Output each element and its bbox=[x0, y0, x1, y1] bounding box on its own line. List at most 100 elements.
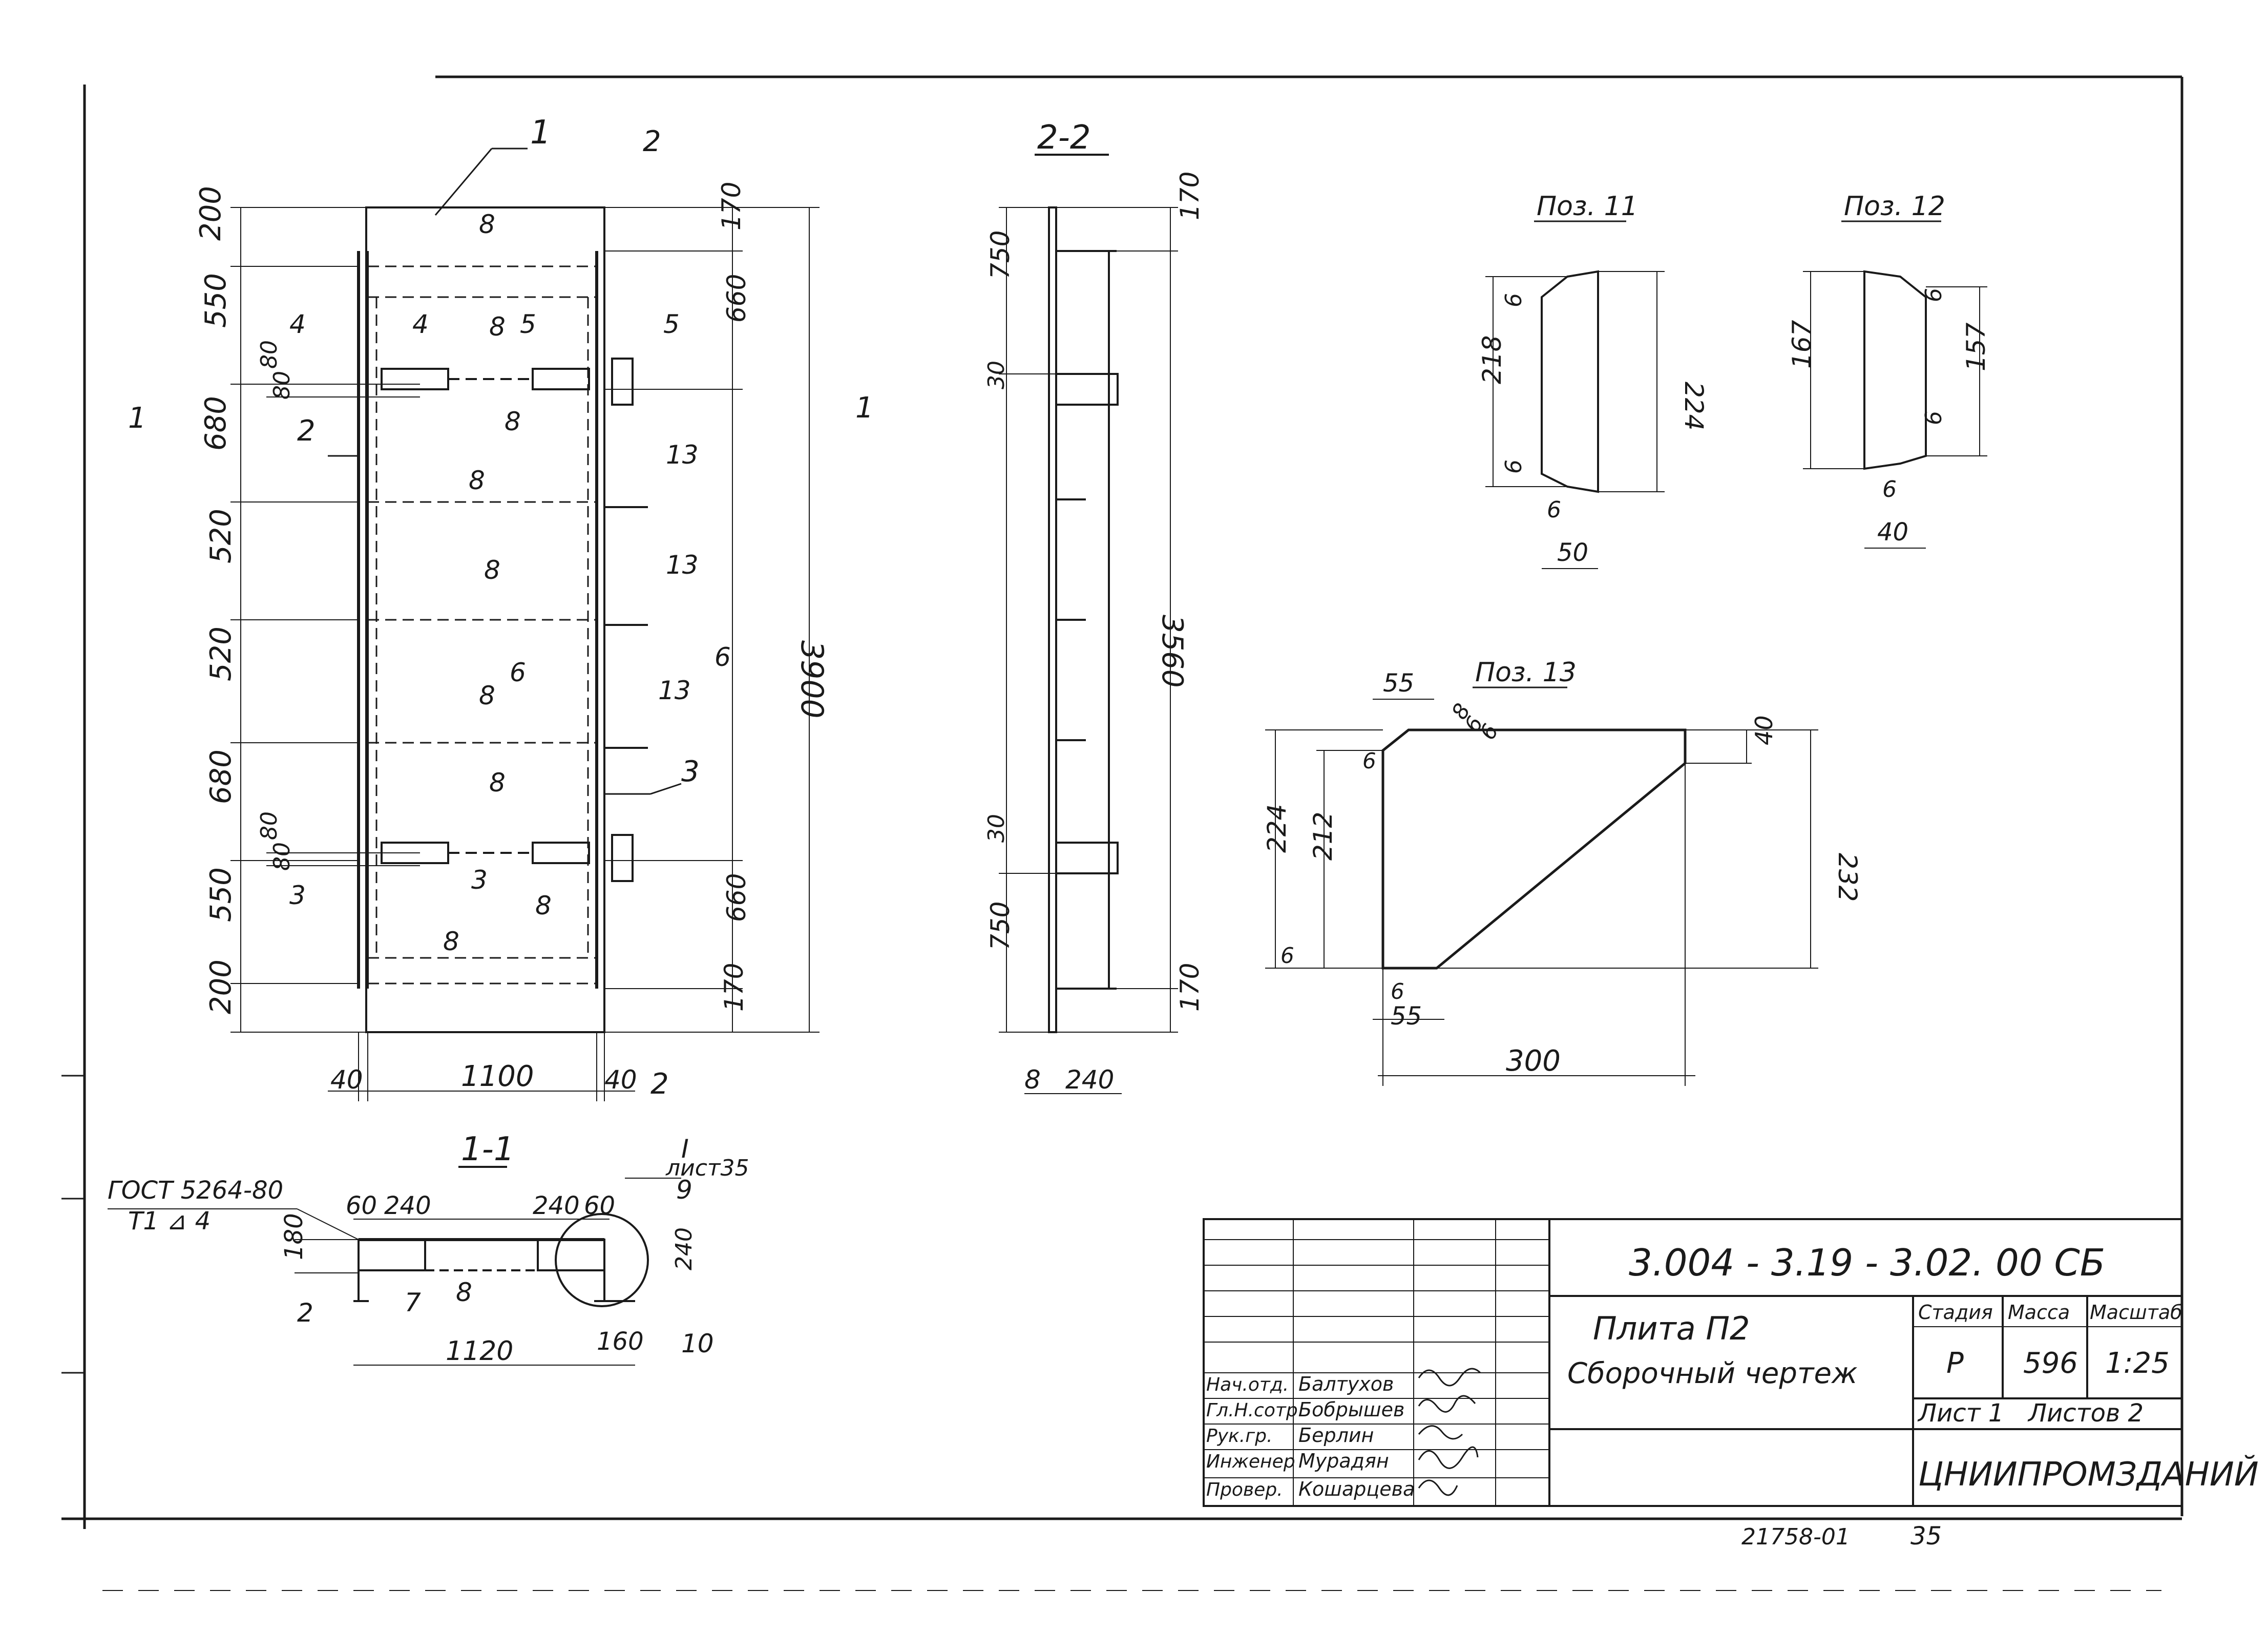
dim-170-top: 170 bbox=[717, 182, 746, 231]
scale-header: Масштаб bbox=[2090, 1301, 2182, 1324]
poz11-dim-6-top: 6 bbox=[1501, 293, 1527, 307]
poz13-dim-55-bottom: 55 bbox=[1391, 1002, 1422, 1031]
dim-40-right: 40 bbox=[604, 1065, 637, 1095]
organization: ЦНИИПРОМЗДАНИЙ bbox=[1918, 1455, 2259, 1494]
main-plan-view: 200 550 680 520 520 680 550 200 80 80 80… bbox=[128, 114, 874, 1101]
plate-profile bbox=[1048, 206, 1057, 1033]
section-mark-4-left: 4 bbox=[289, 309, 306, 339]
role-3: Рук.гр. bbox=[1206, 1426, 1272, 1447]
s11-dim-180: 180 bbox=[280, 1213, 308, 1260]
node-sheet: лист35 bbox=[665, 1155, 749, 1181]
dim-80-b: 80 bbox=[269, 371, 295, 400]
s22-dim-170-bottom: 170 bbox=[1175, 963, 1205, 1012]
poz11-dim-224: 224 bbox=[1679, 382, 1709, 430]
pos-8-f: 8 bbox=[479, 681, 495, 710]
s11-dim-240-left: 240 bbox=[384, 1191, 431, 1220]
s22-dim-240: 240 bbox=[1065, 1065, 1114, 1095]
section-2-2-title: 2-2 bbox=[1037, 119, 1091, 157]
stage-value: Р bbox=[1946, 1347, 1964, 1380]
pos-8-b: 8 bbox=[489, 312, 506, 342]
tabs-pos13 bbox=[604, 506, 648, 749]
s22-dim-8: 8 bbox=[1024, 1065, 1041, 1095]
weld-symbol: Т1 ⊿ 4 bbox=[128, 1207, 211, 1236]
section-mark-1-right: 1 bbox=[855, 391, 874, 425]
section-mark-4-right: 4 bbox=[412, 309, 429, 339]
poz13-dim-6-e: 6 bbox=[1391, 979, 1404, 1004]
role-2: Гл.Н.сотр. bbox=[1206, 1400, 1304, 1421]
stage-header: Стадия bbox=[1918, 1301, 1993, 1324]
section-mark-5-right: 5 bbox=[663, 309, 680, 339]
scale-value: 1:25 bbox=[2105, 1347, 2170, 1380]
dim-660-bottom: 660 bbox=[722, 873, 751, 922]
leaders bbox=[328, 148, 682, 795]
signatures bbox=[1418, 1368, 1481, 1496]
dim-1100: 1100 bbox=[461, 1060, 534, 1093]
poz-12-detail: Поз. 12 167 6 157 6 6 40 bbox=[1787, 191, 1991, 549]
poz-13-detail: Поз. 13 55 8 6 6 6 40 224 212 232 6 bbox=[1262, 657, 1862, 1086]
poz-11-detail: Поз. 11 6 218 6 224 6 50 bbox=[1477, 191, 1709, 569]
name-2: Бобрышев bbox=[1298, 1398, 1404, 1421]
dim-80-d: 80 bbox=[269, 842, 295, 871]
poz11-dim-6-bottom: 6 bbox=[1501, 459, 1527, 474]
name-1: Балтухов bbox=[1298, 1373, 1394, 1395]
poz13-dim-40: 40 bbox=[1750, 715, 1778, 745]
role-1: Нач.отд. bbox=[1206, 1374, 1289, 1395]
s11-pos-8: 8 bbox=[456, 1278, 472, 1307]
pos-8-g: 8 bbox=[489, 768, 506, 798]
section-mark-6-right: 6 bbox=[715, 642, 731, 672]
pos-8-a: 8 bbox=[479, 210, 495, 239]
pos-1: 1 bbox=[530, 114, 551, 152]
s11-pos-9: 9 bbox=[676, 1175, 692, 1205]
cross-members bbox=[368, 265, 597, 985]
section-mark-3-left: 3 bbox=[289, 881, 306, 910]
name-4: Мурадян bbox=[1298, 1450, 1389, 1472]
title-block: 3.004 - 3.19 - 3.02. 00 СБ Плита П2 Сбор… bbox=[1203, 1218, 2259, 1507]
sheets-total: Листов 2 bbox=[2027, 1399, 2144, 1428]
poz13-dim-232: 232 bbox=[1833, 853, 1862, 902]
s22-dim-30-bottom: 30 bbox=[983, 814, 1010, 843]
pos-13-b: 13 bbox=[666, 550, 699, 580]
dim-200-bottom: 200 bbox=[204, 959, 238, 1014]
role-4: Инженер bbox=[1206, 1451, 1295, 1472]
footer: 21758-01 35 bbox=[1741, 1522, 1942, 1551]
gost-reference: ГОСТ 5264-80 bbox=[108, 1176, 283, 1205]
poz13-dim-55-top: 55 bbox=[1383, 669, 1414, 698]
archive-number: 21758-01 bbox=[1741, 1524, 1850, 1550]
s22-dim-170-top: 170 bbox=[1175, 172, 1205, 220]
s22-dim-30-top: 30 bbox=[983, 361, 1010, 389]
right-dimension-chain bbox=[604, 207, 820, 1033]
dim-80-a: 80 bbox=[256, 340, 282, 369]
drawing-name-line2: Сборочный чертеж bbox=[1567, 1357, 1857, 1390]
s11-pos-10: 10 bbox=[681, 1329, 714, 1358]
poz11-title: Поз. 11 bbox=[1537, 191, 1638, 222]
section-1-1: 1-1 ГОСТ 5264-80 Т1 ⊿ 4 I лист35 60 240 bbox=[108, 1130, 749, 1367]
s11-pos-7: 7 bbox=[405, 1288, 421, 1317]
section-mark-2-top: 2 bbox=[643, 125, 661, 158]
poz12-dim-167: 167 bbox=[1787, 320, 1817, 369]
section-mark-6-left: 6 bbox=[510, 658, 526, 687]
section-mark-1-left: 1 bbox=[128, 402, 146, 435]
s11-dim-160: 160 bbox=[597, 1327, 644, 1356]
poz11-dim-50: 50 bbox=[1557, 538, 1588, 567]
s11-dim-60-right: 60 bbox=[584, 1191, 615, 1220]
dim-660-top: 660 bbox=[722, 274, 751, 323]
mass-header: Масса bbox=[2008, 1301, 2070, 1324]
page-number: 35 bbox=[1910, 1522, 1942, 1551]
s11-dim-60-left: 60 bbox=[346, 1191, 377, 1220]
dim-3900: 3900 bbox=[794, 640, 830, 719]
role-5: Провер. bbox=[1206, 1479, 1283, 1500]
section-mark-2-bottom: 2 bbox=[650, 1067, 669, 1101]
section-1-1-title: 1-1 bbox=[461, 1130, 515, 1168]
poz13-dim-6-c: 6 bbox=[1362, 748, 1376, 773]
poz12-dim-40: 40 bbox=[1877, 518, 1908, 547]
node-ref: I bbox=[681, 1134, 689, 1164]
dim-680-top: 680 bbox=[199, 396, 233, 451]
poz12-dim-6-top: 6 bbox=[1921, 288, 1947, 302]
poz12-dim-6-low: 6 bbox=[1882, 476, 1897, 503]
dim-170-bottom: 170 bbox=[719, 963, 749, 1012]
poz12-dim-157: 157 bbox=[1961, 322, 1991, 371]
mass-value: 596 bbox=[2023, 1347, 2078, 1380]
section-2-2: 2-2 170 750 30 3560 30 75 bbox=[983, 119, 1205, 1095]
poz12-dim-6-mid: 6 bbox=[1921, 411, 1947, 425]
section-mark-3-right: 3 bbox=[471, 865, 488, 895]
